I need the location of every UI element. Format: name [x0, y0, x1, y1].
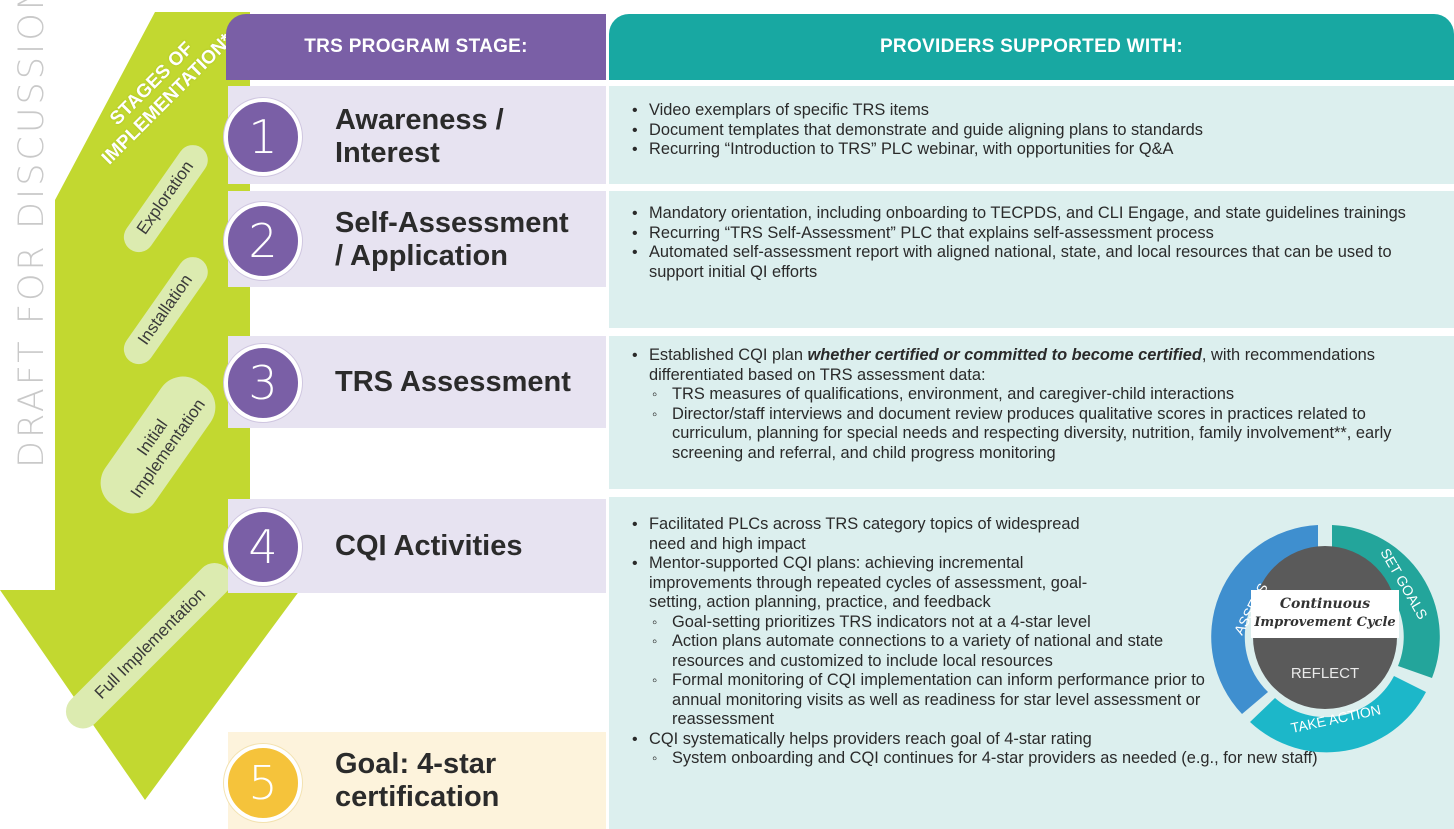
take-action-segment [1250, 676, 1426, 753]
support-list-2: Mandatory orientation, including onboard… [630, 204, 1430, 282]
support-3-subitem: TRS measures of qualifications, environm… [630, 385, 1440, 405]
support-1-item: Document templates that demonstrate and … [630, 121, 1430, 141]
stage-4-title: CQI Activities [335, 530, 522, 563]
support-3-item-post: , with recommendations differentiated ba… [649, 346, 1375, 384]
support-4-subitem: System onboarding and CQI continues for … [630, 749, 1440, 769]
stage-2-number: 2 [224, 202, 302, 280]
stage-4-title-line1: CQI Activities [335, 530, 523, 562]
support-4-item: Mentor-supported CQI plans: achieving in… [630, 554, 1089, 613]
support-3-subitem: Director/staff interviews and document r… [630, 405, 1440, 464]
header-program-stage: TRS PROGRAM STAGE: [226, 14, 606, 80]
continuous-improvement-cycle: ASSESS SET GOALS TAKE ACTION Continuous … [1211, 525, 1440, 753]
cycle-center-line1: Continuous [1280, 596, 1370, 612]
stage-3-title-line1: TRS Assessment [335, 366, 571, 398]
assess-segment [1211, 525, 1318, 714]
support-4-item: CQI systematically helps providers reach… [630, 730, 1440, 750]
stage-3-title: TRS Assessment [335, 366, 571, 399]
support-2-item: Mandatory orientation, including onboard… [630, 204, 1430, 224]
support-3-item-pre: Established CQI plan [649, 346, 808, 364]
stage-4-number: 4 [224, 508, 302, 586]
implementation-arrow [0, 12, 300, 800]
stage-2-title: Self-Assessment / Application [335, 207, 569, 273]
stage-1-title-line2: Interest [335, 137, 440, 169]
stage-5-number: 5 [224, 744, 302, 822]
stage-2-title-line1: Self-Assessment [335, 207, 569, 239]
support-4-subitem: Action plans automate connections to a v… [630, 632, 1232, 671]
stage-1-number: 1 [224, 98, 302, 176]
support-3-item: Established CQI plan whether certified o… [630, 346, 1440, 385]
cycle-reflect-label: REFLECT [1291, 665, 1359, 682]
support-2-item: Automated self-assessment report with al… [630, 243, 1430, 282]
support-list-4: Facilitated PLCs across TRS category top… [630, 515, 1440, 769]
support-4-subitem: Goal-setting prioritizes TRS indicators … [630, 613, 1232, 633]
stage-5-title: Goal: 4-star certification [335, 748, 499, 814]
support-1-item: Video exemplars of specific TRS items [630, 101, 1430, 121]
support-3-item-emphasis: whether certified or committed to become… [807, 346, 1202, 364]
stage-1-title-line1: Awareness / [335, 104, 504, 136]
stage-1-title: Awareness / Interest [335, 104, 504, 170]
support-2-item: Recurring “TRS Self-Assessment” PLC that… [630, 224, 1430, 244]
stage-5-title-line1: Goal: 4-star [335, 748, 497, 780]
stage-3-number: 3 [224, 344, 302, 422]
cycle-center-line2: Improvement Cycle [1253, 615, 1395, 630]
support-list-1: Video exemplars of specific TRS items Do… [630, 101, 1430, 160]
header-providers-supported: PROVIDERS SUPPORTED WITH: [609, 14, 1454, 80]
support-list-3: Established CQI plan whether certified o… [630, 346, 1440, 463]
support-4-subitem: Formal monitoring of CQI implementation … [630, 671, 1212, 730]
support-4-item: Facilitated PLCs across TRS category top… [630, 515, 1089, 554]
stage-2-title-line2: / Application [335, 240, 508, 272]
stage-5-title-line2: certification [335, 781, 500, 813]
support-1-item: Recurring “Introduction to TRS” PLC webi… [630, 140, 1430, 160]
